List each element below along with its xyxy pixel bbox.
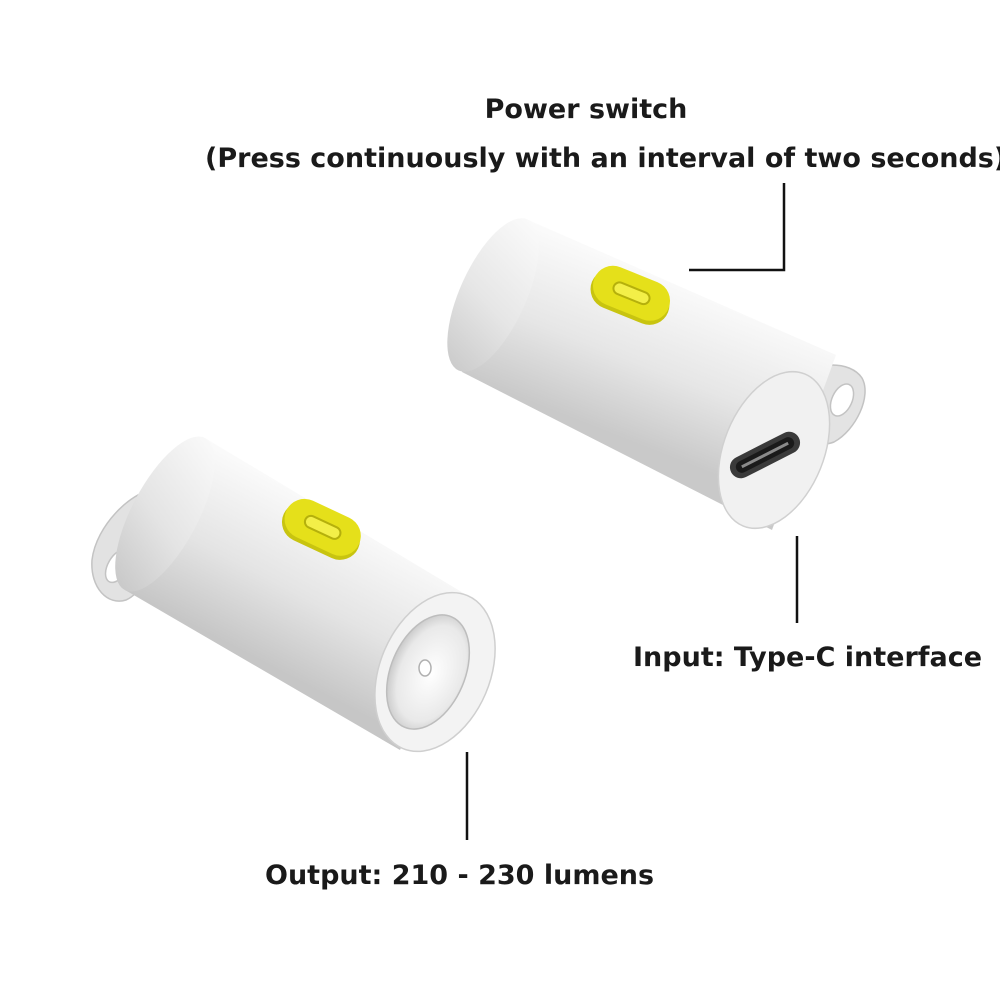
flashlight-usb-end bbox=[447, 218, 866, 530]
power-switch-note: (Press continuously with an interval of … bbox=[205, 143, 1000, 174]
power-switch-label: Power switch bbox=[484, 94, 688, 125]
usb-c-port bbox=[729, 431, 801, 479]
power-switch-leader-line bbox=[689, 183, 786, 272]
power-button bbox=[281, 498, 361, 560]
input-label: Input: Type-C interface bbox=[633, 642, 983, 673]
power-button bbox=[590, 265, 671, 325]
flashlight-lens-end bbox=[91, 436, 496, 753]
led bbox=[418, 659, 432, 677]
output-label: Output: 210 - 230 lumens bbox=[265, 860, 655, 891]
